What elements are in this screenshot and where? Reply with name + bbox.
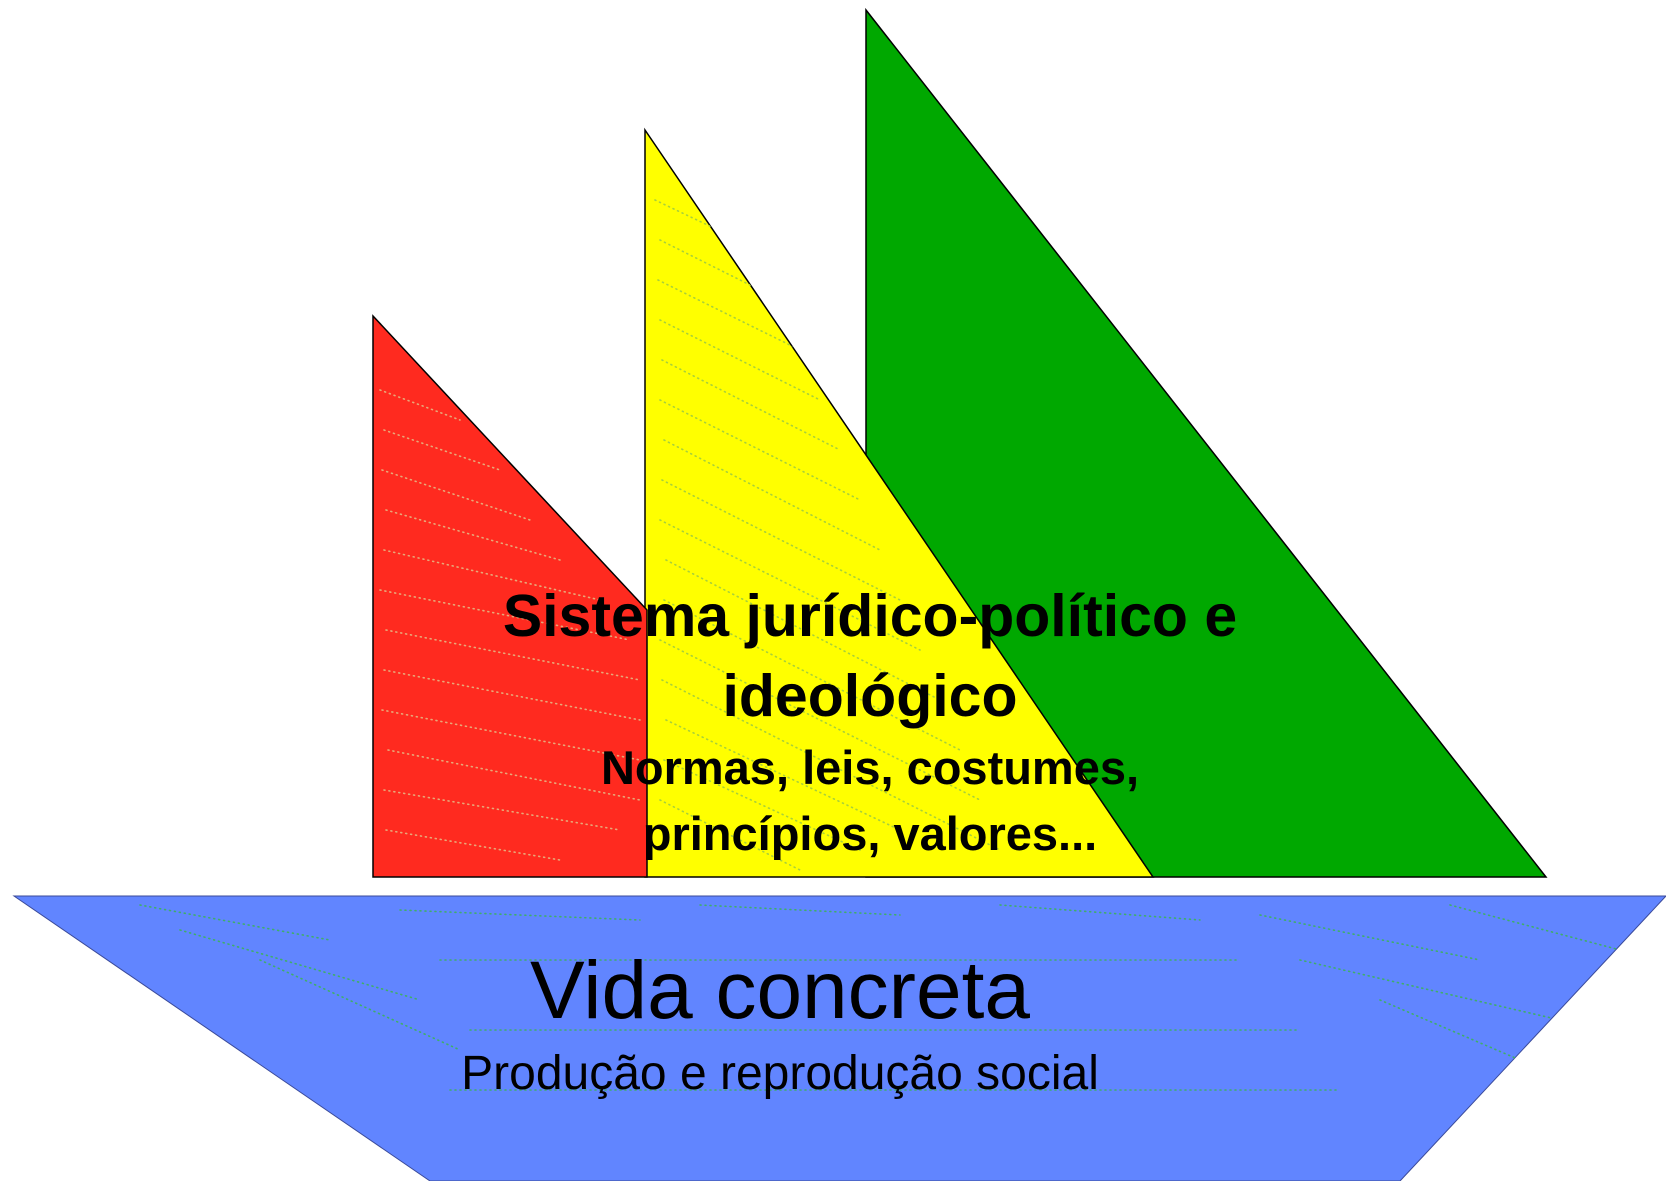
- red-sail-texture: [379, 389, 641, 861]
- red-sail: [372, 314, 648, 878]
- sails-title-line2: ideológico: [722, 663, 1018, 729]
- yellow-sail: [644, 127, 1155, 878]
- hull-title: Vida concreta: [530, 945, 1030, 1036]
- sails-subtitle-line1: Normas, leis, costumes,: [600, 741, 1140, 794]
- green-sail: [865, 7, 1548, 878]
- sails-title-line1: Sistema jurídico-político e: [502, 583, 1238, 649]
- hull-subtitle: Produção e reprodução social: [461, 1047, 1099, 1100]
- sails-subtitle-line2: princípios, valores...: [642, 807, 1098, 860]
- boat-hull: [12, 895, 1666, 1181]
- hull-texture: [139, 904, 1621, 1091]
- yellow-sail-texture: [654, 199, 1001, 871]
